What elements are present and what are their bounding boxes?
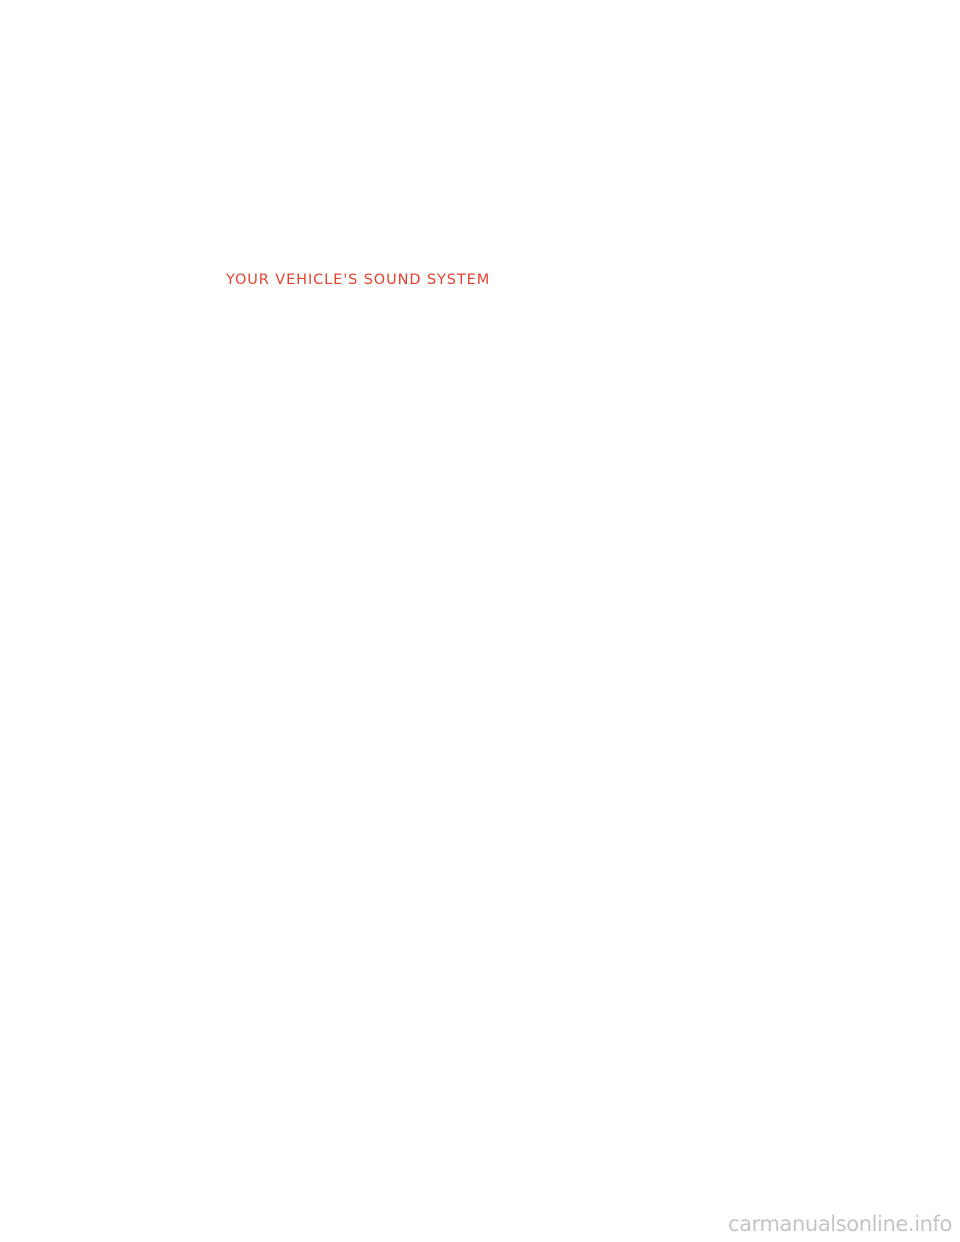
section-heading: YOUR VEHICLE'S SOUND SYSTEM [226,272,491,288]
site-watermark: carmanualsonline.info [728,1212,952,1236]
